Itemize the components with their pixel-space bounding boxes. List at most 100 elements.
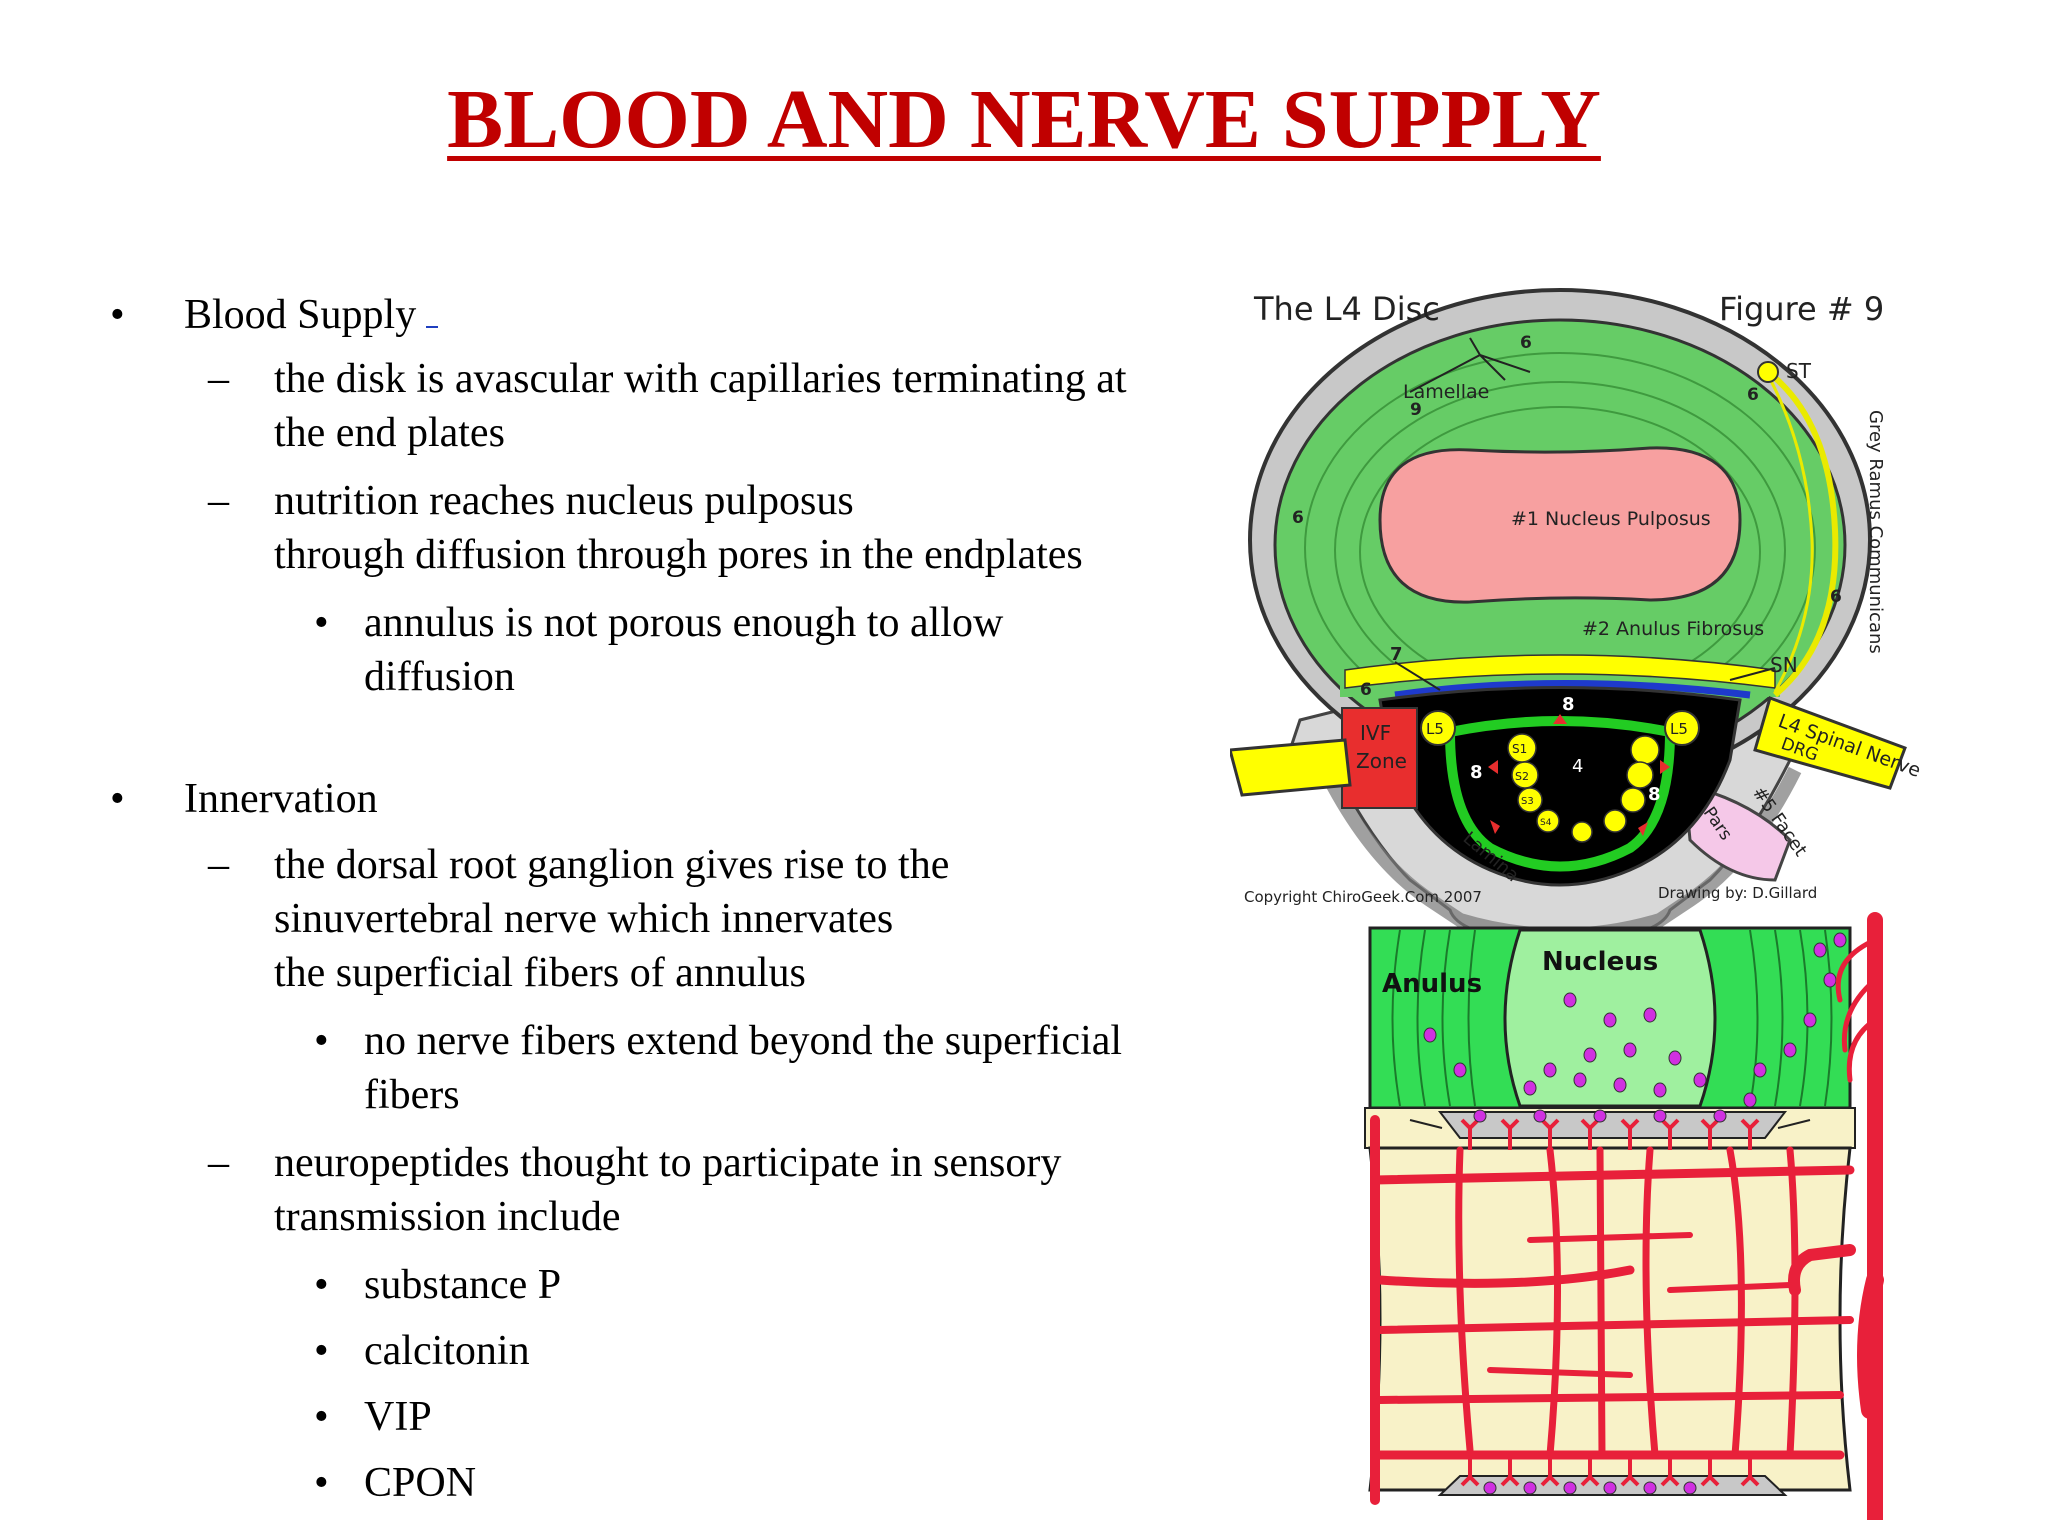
ivf-zone — [1341, 707, 1418, 809]
s2-label: S2 — [1515, 770, 1529, 783]
number-8: 8 — [1562, 694, 1575, 715]
bullet-marker: • — [110, 292, 125, 338]
neuropeptide-item: CPON — [364, 1460, 477, 1506]
number-6: 6 — [1360, 680, 1372, 700]
number-8: 8 — [1470, 762, 1483, 783]
bullet-marker: • — [314, 1460, 329, 1506]
s3-label: S3 — [1521, 796, 1534, 807]
number-8: 8 — [1648, 784, 1661, 805]
number-9: 9 — [1410, 400, 1422, 420]
number-7: 7 — [1390, 644, 1403, 665]
dash-marker: – — [208, 478, 229, 524]
drawing-by-label: Drawing by: D.Gillard — [1658, 884, 1817, 902]
ivf-label-2: Zone — [1356, 749, 1407, 773]
innervation-item-1-line-3: the superficial fibers of annulus — [274, 950, 806, 996]
red-arrow — [1488, 760, 1498, 774]
neuropeptide-item: VIP — [364, 1394, 432, 1440]
magenta-dots — [1423, 932, 1847, 1108]
thecal-sac — [1444, 716, 1676, 872]
endplate-dots — [1473, 1109, 1727, 1495]
number-6: 6 — [1830, 587, 1842, 607]
endplate-arrow-right — [1777, 1119, 1811, 1129]
number-6: 6 — [1292, 508, 1304, 528]
sacral-root — [1603, 809, 1627, 833]
sacral-root — [1517, 787, 1543, 813]
anulus-label: #2 Anulus Fibrosus — [1582, 618, 1764, 640]
bullet-marker: • — [314, 1262, 329, 1308]
l4-disc-diagram: The L4 Disc Figure # 9 #1 Nucleus Pulpos… — [1230, 288, 1924, 942]
l5-label-right: L5 — [1670, 720, 1688, 738]
sacral-root — [1626, 761, 1654, 789]
link-mark[interactable] — [426, 296, 439, 328]
number-4: 4 — [1572, 756, 1583, 777]
red-arrow — [1490, 820, 1500, 834]
heading-innervation: Innervation — [184, 776, 378, 822]
sinuvertebral-branch — [1766, 374, 1814, 693]
sacral-root — [1511, 761, 1539, 789]
sacral-root — [1630, 735, 1660, 765]
sn-pointer — [1729, 667, 1776, 681]
red-arrow — [1660, 760, 1670, 774]
innervation-item-2-line-1: neuropeptides thought to participate in … — [274, 1140, 1062, 1186]
nucleus-pulposus — [1378, 446, 1742, 604]
disc-figure: The L4 Disc Figure # 9 #1 Nucleus Pulpos… — [1230, 280, 1930, 1520]
blood-item-2-line-2: through diffusion through pores in the e… — [274, 532, 1083, 578]
bullet-marker: • — [314, 1018, 329, 1064]
l5-label-left: L5 — [1426, 720, 1444, 738]
figure-number: Figure # 9 — [1719, 290, 1884, 328]
pars-region — [1683, 783, 1792, 882]
heading-blood-supply: Blood Supply — [184, 294, 439, 336]
left-spinal-nerve — [1230, 738, 1352, 797]
innervation-item-1-line-1: the dorsal root ganglion gives rise to t… — [274, 842, 950, 888]
blood-item-2-line-1: nutrition reaches nucleus pulposus — [274, 478, 854, 524]
sacral-root — [1571, 821, 1593, 843]
st-node — [1757, 361, 1779, 383]
copyright-label: Copyright ChiroGeek.Com 2007 — [1244, 888, 1482, 906]
l5-root-right — [1664, 710, 1700, 746]
endplate-arrow-left — [1409, 1119, 1443, 1129]
neuropeptide-item: substance P — [364, 1262, 562, 1308]
number-6: 6 — [1747, 385, 1759, 405]
capillary-tufts — [1460, 1118, 1760, 1487]
dash-marker: – — [208, 1140, 229, 1186]
bullet-list: • Blood Supply – the disk is avascular w… — [110, 292, 1127, 1506]
nucleus-label: #1 Nucleus Pulposus — [1511, 508, 1711, 530]
bullet-marker: • — [110, 776, 125, 822]
grey-ramus-nerve — [1766, 369, 1839, 698]
lamellae-label: Lamellae — [1403, 381, 1489, 403]
figure-title: The L4 Disc — [1253, 290, 1440, 328]
sacral-root — [1620, 787, 1646, 813]
number-6: 6 — [1520, 333, 1532, 353]
pointer-7 — [1394, 661, 1441, 691]
s4-label: S4 — [1540, 818, 1552, 828]
blood-item-1-line-1: the disk is avascular with capillaries t… — [274, 356, 1127, 402]
l5-root-left — [1420, 710, 1456, 746]
upper-endplate — [1437, 1111, 1788, 1139]
red-arrow — [1638, 822, 1648, 836]
lamellae-pointer — [1409, 337, 1531, 393]
innervation-sub1-line-2: fibers — [364, 1072, 460, 1118]
st-label: ST — [1786, 359, 1812, 383]
grey-ramus-label: Grey Ramus Communicans — [1865, 410, 1886, 654]
lower-anulus-label: Anulus — [1382, 969, 1482, 999]
nerve-dot-band — [1344, 654, 1776, 689]
s1-label: S1 — [1512, 742, 1527, 756]
page-title: BLOOD AND NERVE SUPPLY — [447, 73, 1601, 166]
ivf-label-1: IVF — [1360, 721, 1391, 745]
dash-marker: – — [208, 356, 229, 402]
sn-label: SN — [1770, 653, 1798, 677]
red-arrow — [1553, 714, 1567, 724]
dash-marker: – — [208, 842, 229, 888]
blood-vessels — [1370, 912, 1884, 1520]
right-spinal-nerve — [1753, 696, 1907, 790]
bullet-marker: • — [314, 1394, 329, 1440]
bullet-marker: • — [314, 600, 329, 646]
innervation-item-2-line-2: transmission include — [274, 1194, 621, 1240]
lower-nucleus-label: Nucleus — [1542, 947, 1658, 977]
blood-sub-line-2: diffusion — [364, 654, 515, 700]
innervation-item-1-line-2: sinuvertebral nerve which innervates — [274, 896, 894, 942]
sacral-root — [1536, 809, 1560, 833]
blood-sub-line-1: annulus is not porous enough to allow — [364, 600, 1004, 646]
vasculature-diagram: Anulus Nucleus — [1364, 912, 1884, 1520]
innervation-sub1-line-1: no nerve fibers extend beyond the superf… — [364, 1018, 1123, 1064]
